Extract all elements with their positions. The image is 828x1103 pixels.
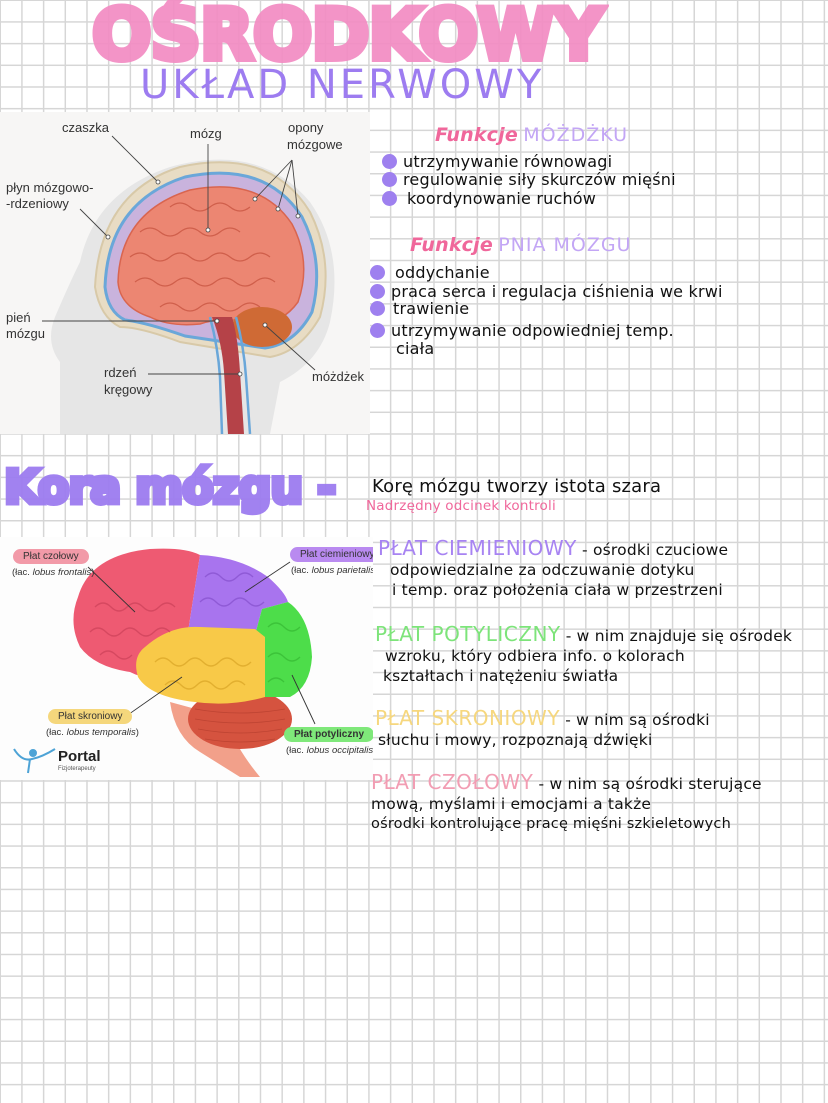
label-parietal-lobe: Płat ciemieniowy <box>290 547 373 562</box>
brain-lobes-illustration <box>13 548 316 777</box>
label-spinal-cord-1: rdzeń <box>104 365 137 380</box>
heading-functions: Funkcje <box>410 234 493 256</box>
list-item: trawienie <box>370 300 723 317</box>
list-item: koordynowanie ruchów <box>382 188 676 208</box>
bullet-icon <box>370 322 385 338</box>
cortex-title: Kora mózgu - <box>1 458 338 517</box>
heading-functions: Funkcje <box>435 124 518 146</box>
list-item: praca serca i regulacja ciśnienia we krw… <box>370 282 723 300</box>
label-skull: czaszka <box>62 120 109 135</box>
label-meninges-2: mózgowe <box>287 137 343 152</box>
label-spinal-cord-2: kręgowy <box>104 382 153 397</box>
label-frontal-latin: (łac. lobus frontalis) <box>12 567 95 578</box>
lobe-temporal-note: PŁAT SKRONIOWY - w nim są ośrodki słuchu… <box>375 706 710 749</box>
heading-brainstem: PNIA MÓZGU <box>498 234 632 256</box>
brainstem-function-list: oddychanie praca serca i regulacja ciśni… <box>370 262 723 358</box>
label-csf-1: płyn mózgowo- <box>6 180 94 195</box>
bullet-icon <box>370 300 385 316</box>
portal-logo-text: Portal <box>58 748 101 765</box>
page-subtitle: UKŁAD NERWOWY <box>140 62 545 108</box>
bullet-icon <box>370 283 385 299</box>
cerebellum-function-list: utrzymywanie równowagi regulowanie siły … <box>382 152 676 208</box>
lobe-title-occipital: PŁAT POTYLICZNY <box>375 622 561 646</box>
brainstem-heading: Funkcje PNIA MÓZGU <box>410 234 632 256</box>
label-brain: mózg <box>190 126 222 141</box>
brain-anatomy-figure: czaszka mózg opony mózgowe płyn mózgowo-… <box>0 112 370 434</box>
label-parietal-latin: (łac. lobus parietalis) <box>291 565 373 576</box>
label-frontal-lobe: Płat czołowy <box>13 549 89 564</box>
lobe-parietal-note: PŁAT CIEMIENIOWY - ośrodki czuciowe odpo… <box>378 536 729 599</box>
cortex-definition: Korę mózgu tworzy istota szara <box>372 476 662 497</box>
list-item: regulowanie siły skurczów mięśni <box>382 170 676 188</box>
head-cross-section-illustration <box>42 135 335 434</box>
label-occipital-lobe: Płat potyliczny <box>284 727 373 742</box>
label-temporal-lobe: Płat skroniowy <box>48 709 133 724</box>
portal-logo-tagline: Fizjoterapeuty <box>58 766 96 772</box>
label-csf-2: -rdzeniowy <box>6 196 69 211</box>
bullet-icon <box>382 190 397 206</box>
list-item: oddychanie <box>370 262 723 282</box>
bullet-icon <box>370 264 385 280</box>
list-item: utrzymywanie równowagi <box>382 152 676 170</box>
cortex-subtitle: Nadrzędny odcinek kontroli <box>366 498 556 514</box>
cerebellum-heading: Funkcje MÓŻDŻKU <box>435 124 628 146</box>
label-meninges-1: opony <box>288 120 324 135</box>
bullet-icon <box>382 153 397 169</box>
list-item: utrzymywanie odpowiedniej temp. <box>370 320 723 340</box>
brain-lobes-figure: Płat czołowy (łac. lobus frontalis) Płat… <box>0 537 373 780</box>
heading-cerebellum: MÓŻDŻKU <box>523 124 629 146</box>
list-item-continuation: ciała <box>396 339 435 358</box>
lobe-title-frontal: PŁAT CZOŁOWY <box>371 770 534 794</box>
bullet-icon <box>382 171 397 187</box>
label-cerebellum: móżdżek <box>312 369 365 384</box>
lobe-title-temporal: PŁAT SKRONIOWY <box>375 706 561 730</box>
lobe-occipital-note: PŁAT POTYLICZNY - w nim znajduje się ośr… <box>375 622 793 685</box>
page-title: OŚRODKOWY <box>89 0 607 79</box>
lobe-title-parietal: PŁAT CIEMIENIOWY <box>378 536 577 560</box>
label-occipital-latin: (łac. lobus occipitalis) <box>286 745 373 756</box>
lobe-frontal-note: PŁAT CZOŁOWY - w nim są ośrodki sterując… <box>371 770 762 832</box>
label-brainstem-2: mózgu <box>6 326 46 341</box>
label-temporal-latin: (łac. lobus temporalis) <box>46 727 139 738</box>
label-brainstem-1: pień <box>6 310 31 325</box>
